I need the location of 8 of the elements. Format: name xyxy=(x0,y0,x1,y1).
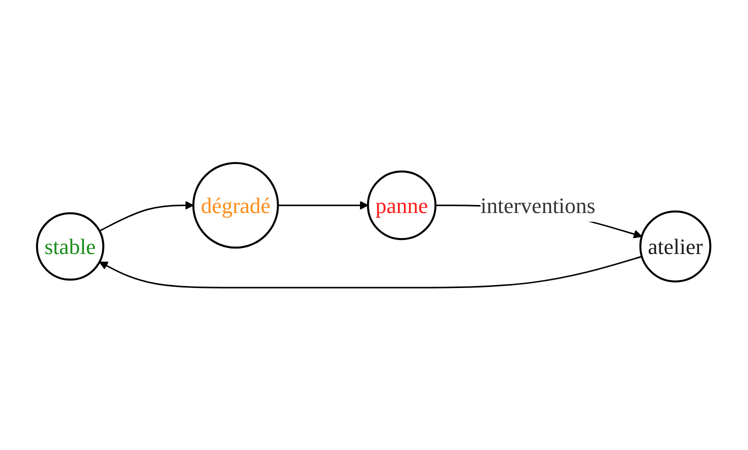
node-circle: panne xyxy=(367,170,437,240)
arrow xyxy=(278,200,369,210)
arrow xyxy=(99,200,194,232)
arrow xyxy=(99,255,642,288)
node-circle: stable xyxy=(36,212,105,280)
edge-label: interventions xyxy=(480,192,596,218)
node-circle: dégradé xyxy=(192,162,280,248)
node-circle: atelier xyxy=(640,210,712,282)
